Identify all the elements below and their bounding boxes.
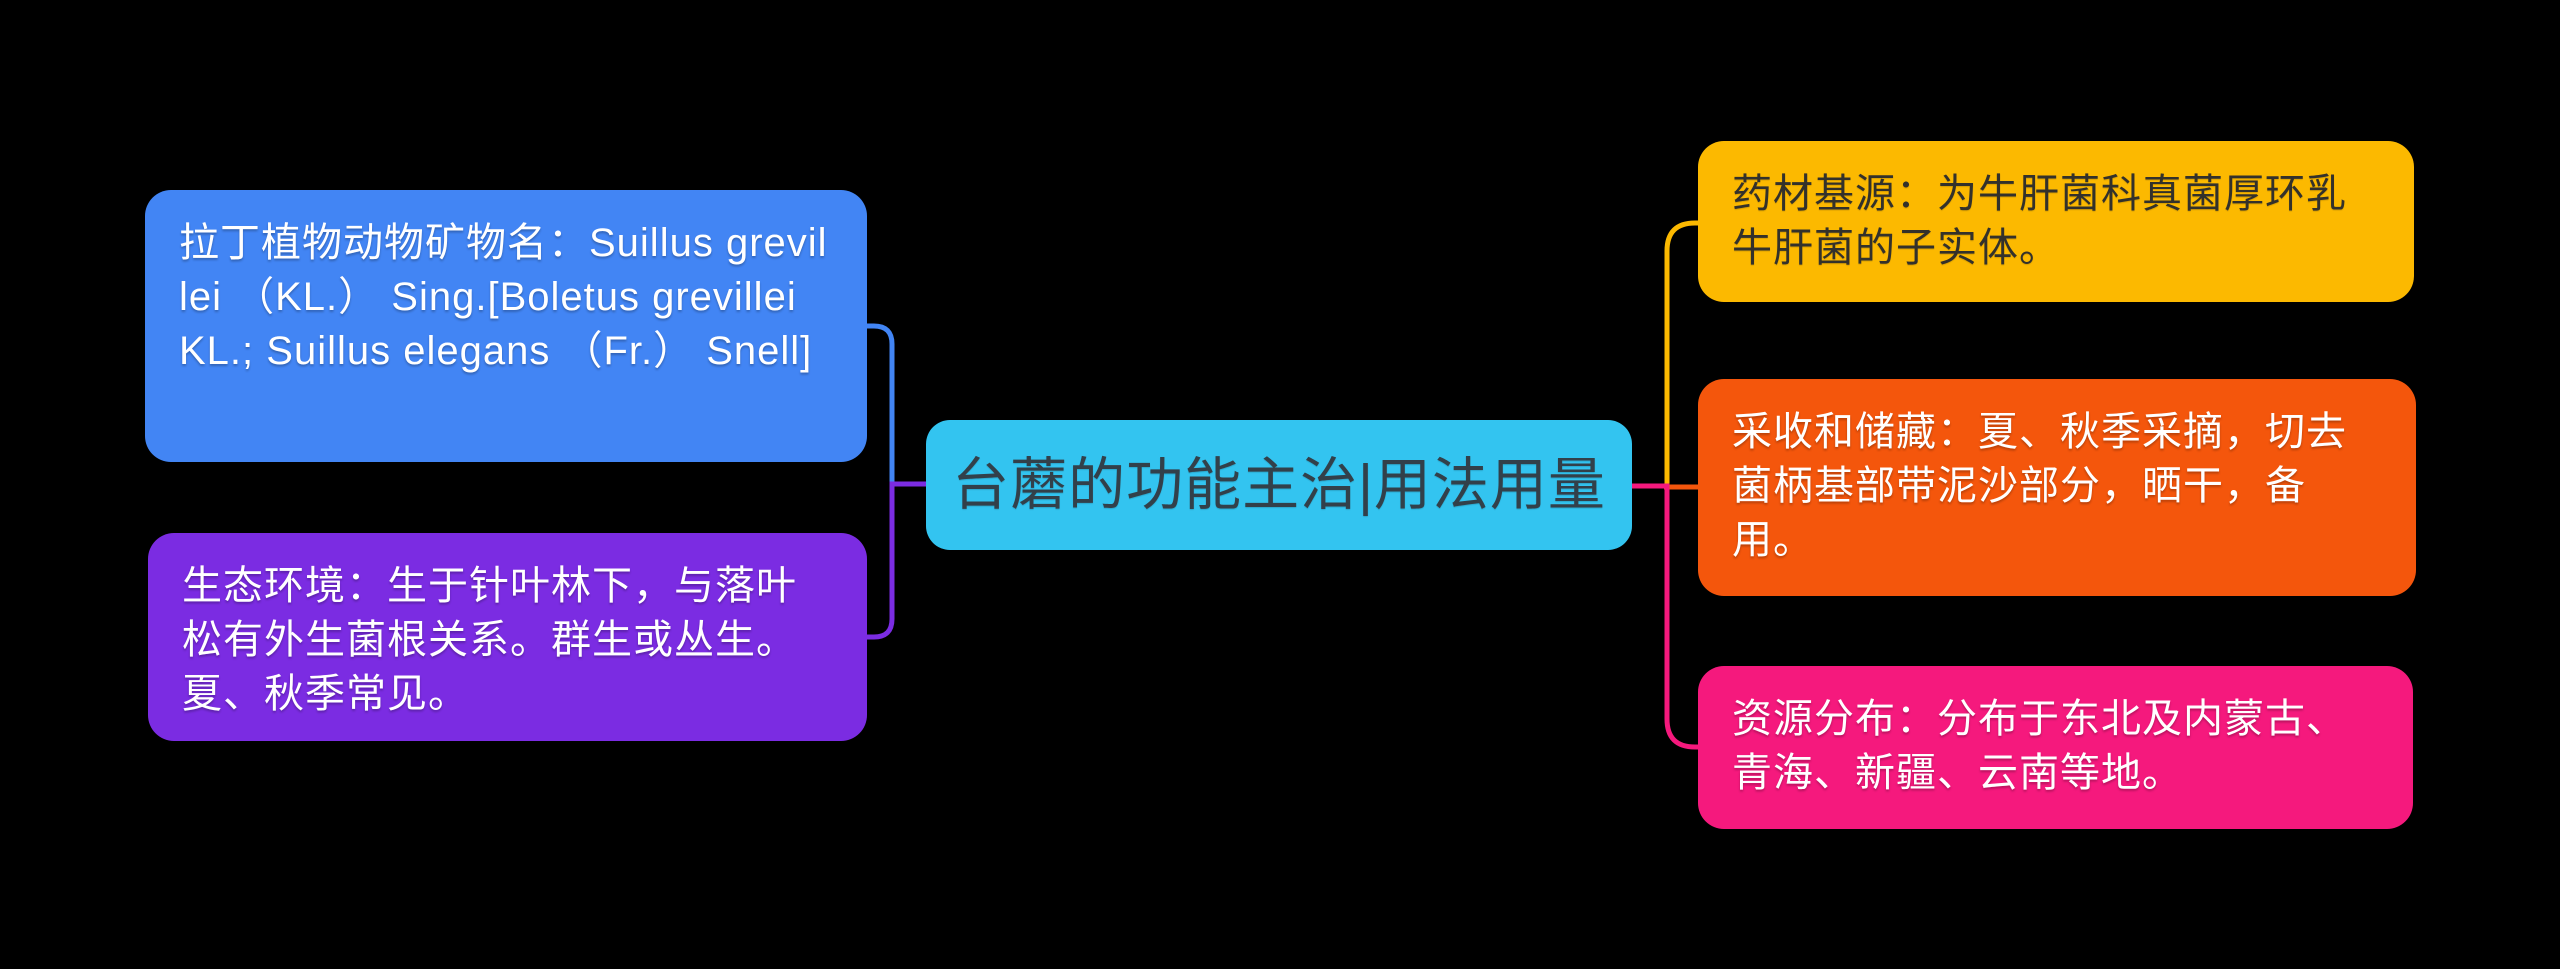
node-resource-distribution[interactable]: 资源分布：分布于东北及内蒙古、青海、新疆、云南等地。 [1698,666,2413,829]
node-root-topic[interactable]: 台蘑的功能主治|用法用量 [926,420,1632,550]
node-harvest-storage[interactable]: 采收和储藏：夏、秋季采摘，切去菌柄基部带泥沙部分，晒干，备用。 [1698,379,2416,596]
node-latin-name[interactable]: 拉丁植物动物矿物名：Suillus grevillei （KL.） Sing.[… [145,190,867,462]
connector-latin-name [864,323,895,484]
node-material-source[interactable]: 药材基源：为牛肝菌科真菌厚环乳牛肝菌的子实体。 [1698,141,2414,302]
node-ecology[interactable]: 生态环境：生于针叶林下，与落叶松有外生菌根关系。群生或丛生。夏、秋季常见。 [148,533,867,741]
connector-material-source [1664,220,1700,486]
connector-resource-distribution [1630,483,1700,750]
connector-ecology [864,481,928,640]
